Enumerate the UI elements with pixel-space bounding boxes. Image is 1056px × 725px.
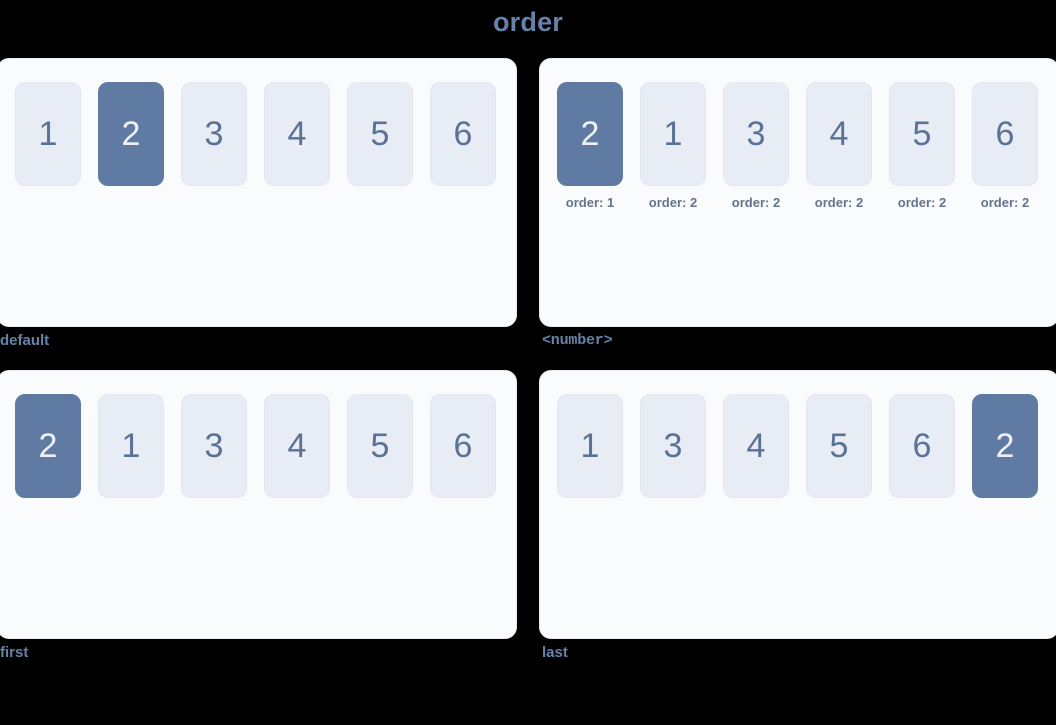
tile-wrapper: 6 — [889, 394, 955, 498]
tile[interactable]: 4 — [264, 82, 330, 186]
tile[interactable]: 4 — [806, 82, 872, 186]
tile-caption: order: 2 — [648, 195, 698, 210]
tile[interactable]: 5 — [347, 394, 413, 498]
demo-label: first — [0, 644, 29, 661]
tile[interactable]: 3 — [723, 82, 789, 186]
tile-wrapper: 2 — [98, 82, 164, 186]
tile[interactable]: 5 — [889, 82, 955, 186]
tile[interactable]: 6 — [430, 82, 496, 186]
tile-caption: order: 2 — [731, 195, 781, 210]
tile-wrapper: 5 — [347, 82, 413, 186]
tile-wrapper: 6 — [430, 82, 496, 186]
tile-row: 2 order: 1 1 order: 2 3 order: 2 4 order: 2 5 ord… — [557, 82, 1041, 210]
tile-wrapper: 5 order: 2 — [889, 82, 955, 210]
tile[interactable]: 6 — [972, 82, 1038, 186]
tile-wrapper: 2 order: 1 — [557, 82, 623, 210]
tile-wrapper: 1 order: 2 — [640, 82, 706, 210]
demo-label: last — [542, 644, 568, 661]
tile-wrapper: 1 — [98, 394, 164, 498]
tile[interactable]: 1 — [98, 394, 164, 498]
tile-wrapper: 6 order: 2 — [972, 82, 1038, 210]
tile-wrapper: 2 — [15, 394, 81, 498]
tile-wrapper: 4 — [264, 394, 330, 498]
tile-wrapper: 5 — [806, 394, 872, 498]
tile-highlighted[interactable]: 2 — [557, 82, 623, 186]
tile-highlighted[interactable]: 2 — [972, 394, 1038, 498]
tile-wrapper: 1 — [15, 82, 81, 186]
tile[interactable]: 3 — [640, 394, 706, 498]
tile-wrapper: 4 — [723, 394, 789, 498]
tile-wrapper: 3 order: 2 — [723, 82, 789, 210]
tile-highlighted[interactable]: 2 — [98, 82, 164, 186]
tile-caption: order: 2 — [980, 195, 1030, 210]
tile[interactable]: 6 — [889, 394, 955, 498]
tile[interactable]: 1 — [15, 82, 81, 186]
demo-label: <number> — [542, 332, 613, 349]
tile-wrapper: 4 — [264, 82, 330, 186]
tile-caption: order: 2 — [897, 195, 947, 210]
tile-wrapper: 6 — [430, 394, 496, 498]
tile-highlighted[interactable]: 2 — [15, 394, 81, 498]
tile[interactable]: 4 — [264, 394, 330, 498]
tile-wrapper: 3 — [640, 394, 706, 498]
tile-wrapper: 5 — [347, 394, 413, 498]
demo-panel: 2 order: 1 1 order: 2 3 order: 2 4 order: 2 5 ord… — [539, 58, 1056, 327]
tile[interactable]: 6 — [430, 394, 496, 498]
tile-wrapper: 2 — [972, 394, 1038, 498]
demo-label: default — [0, 332, 50, 349]
tile-wrapper: 3 — [181, 82, 247, 186]
tile-caption: order: 2 — [814, 195, 864, 210]
tile[interactable]: 5 — [806, 394, 872, 498]
tile[interactable]: 5 — [347, 82, 413, 186]
tile[interactable]: 3 — [181, 394, 247, 498]
tile-wrapper: 4 order: 2 — [806, 82, 872, 210]
page-title: order — [492, 7, 564, 37]
tile[interactable]: 1 — [640, 82, 706, 186]
tile[interactable]: 3 — [181, 82, 247, 186]
tile[interactable]: 1 — [557, 394, 623, 498]
demo-cell: 2 order: 1 1 order: 2 3 order: 2 4 order: 2 5 ord… — [539, 58, 1056, 349]
tile[interactable]: 4 — [723, 394, 789, 498]
tile-wrapper: 1 — [557, 394, 623, 498]
tile-caption: order: 1 — [565, 195, 615, 210]
tile-wrapper: 3 — [181, 394, 247, 498]
